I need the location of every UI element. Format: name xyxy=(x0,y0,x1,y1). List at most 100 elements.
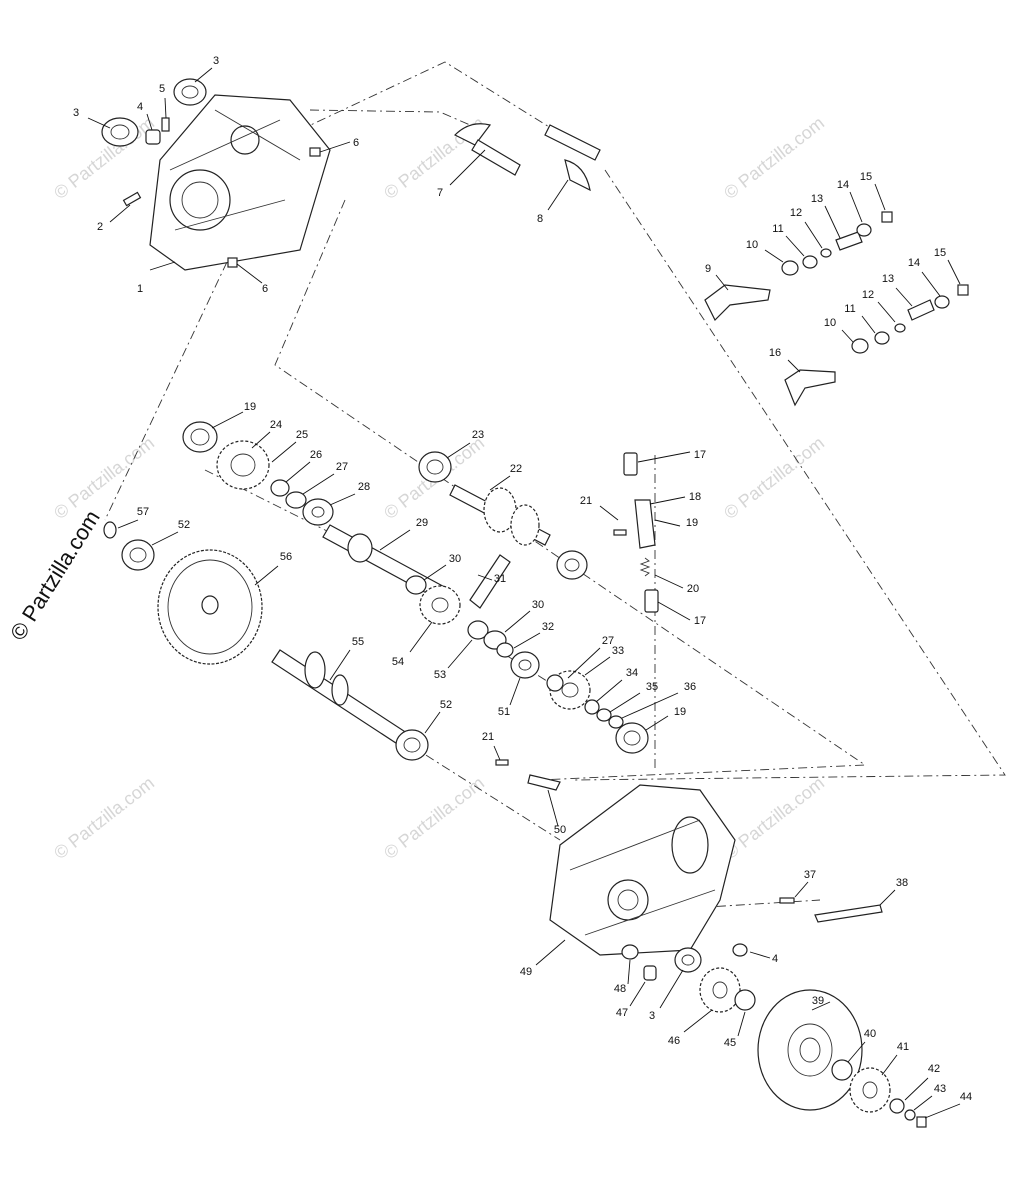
callout-13: 13 xyxy=(811,193,823,205)
callout-11: 11 xyxy=(772,223,783,235)
leader-line-3 xyxy=(87,117,111,129)
bearing-23 xyxy=(418,451,452,483)
bolt-21a xyxy=(613,529,627,536)
callout-2: 2 xyxy=(97,221,103,233)
shift-arm-50 xyxy=(527,774,561,791)
chain-31 xyxy=(469,554,511,609)
callout-17: 17 xyxy=(694,449,706,461)
callout-28: 28 xyxy=(358,481,370,493)
callout-46: 46 xyxy=(668,1035,680,1047)
leader-line-37 xyxy=(794,881,809,898)
washer-27a xyxy=(285,491,307,509)
seal-48 xyxy=(621,944,639,960)
leader-line-22 xyxy=(489,475,511,491)
seal-3c xyxy=(674,947,702,973)
leader-line-27 xyxy=(567,647,601,679)
callout-44: 44 xyxy=(960,1091,972,1103)
leader-line-57 xyxy=(117,519,139,529)
leader-line-6 xyxy=(319,141,351,153)
leader-line-23 xyxy=(446,442,471,459)
bearing-52b xyxy=(395,729,429,761)
callout-20: 20 xyxy=(687,583,699,595)
callout-57: 57 xyxy=(137,506,149,518)
callout-53: 53 xyxy=(434,669,446,681)
callout-layer: 1233344566789101011111212131314141515161… xyxy=(73,55,972,1119)
leader-line-11 xyxy=(785,235,805,257)
seal-3a xyxy=(101,117,139,147)
washer-14b xyxy=(934,295,950,309)
leader-line-3 xyxy=(194,67,213,83)
leader-line-12 xyxy=(804,221,823,249)
sprocket-41 xyxy=(849,1067,891,1113)
callout-19: 19 xyxy=(244,401,256,413)
callout-50: 50 xyxy=(554,824,566,836)
bearing-19a xyxy=(182,421,218,453)
bearing-19b xyxy=(615,722,649,754)
callout-27: 27 xyxy=(602,635,614,647)
callout-34: 34 xyxy=(626,667,638,679)
shift-shaft-16 xyxy=(784,369,836,407)
bushing-4b xyxy=(732,943,748,957)
leader-line-5 xyxy=(164,97,167,119)
leader-line-46 xyxy=(683,1009,713,1033)
callout-17: 17 xyxy=(694,615,706,627)
leader-line-12 xyxy=(877,301,896,323)
ring-45 xyxy=(734,989,756,1011)
callout-41: 41 xyxy=(897,1041,909,1053)
nut-15a xyxy=(881,211,893,223)
leader-line-24 xyxy=(251,431,271,449)
sprocket-46 xyxy=(699,967,741,1013)
leader-line-52 xyxy=(424,711,441,734)
washer-27b xyxy=(546,674,564,692)
watermark-text: © Partzilla.com xyxy=(50,773,158,863)
leader-line-19 xyxy=(654,519,681,527)
driven-pulley-39 xyxy=(757,989,863,1111)
leader-line-1 xyxy=(149,261,176,271)
gear-24 xyxy=(216,440,270,490)
leader-line-26 xyxy=(285,461,311,483)
callout-1: 1 xyxy=(137,283,143,295)
leader-line-10 xyxy=(841,329,854,343)
leader-line-53 xyxy=(447,639,473,669)
washer-11a xyxy=(802,255,818,269)
callout-7: 7 xyxy=(437,187,443,199)
leader-line-20 xyxy=(654,574,684,589)
leader-line-44 xyxy=(924,1103,961,1119)
watermark-text: © Partzilla.com xyxy=(380,773,488,863)
leader-line-56 xyxy=(254,565,279,586)
leader-line-51 xyxy=(509,677,521,706)
callout-45: 45 xyxy=(724,1037,736,1049)
seal-3b xyxy=(173,78,207,106)
callout-52: 52 xyxy=(440,699,452,711)
callout-15: 15 xyxy=(860,171,872,183)
leader-line-25 xyxy=(271,441,297,463)
bolt-21b xyxy=(495,759,509,766)
leader-line-4 xyxy=(146,113,153,131)
callout-51: 51 xyxy=(498,706,510,718)
leader-line-6 xyxy=(236,263,263,284)
leader-line-45 xyxy=(737,1011,746,1037)
washer-12a xyxy=(820,248,832,258)
output-shaft-55 xyxy=(271,649,411,748)
leader-line-28 xyxy=(329,493,356,506)
leader-line-42 xyxy=(904,1077,929,1101)
leader-line-55 xyxy=(329,649,351,681)
right-case-half xyxy=(549,784,736,956)
callout-3: 3 xyxy=(73,107,79,119)
washer-36 xyxy=(608,715,624,729)
washer-14a xyxy=(856,223,872,237)
callout-12: 12 xyxy=(862,289,874,301)
washer-40 xyxy=(831,1059,853,1081)
leader-line-7 xyxy=(449,149,486,186)
leader-line-29 xyxy=(379,529,411,551)
arm-13a xyxy=(835,231,863,251)
callout-30: 30 xyxy=(532,599,544,611)
washer-30a xyxy=(405,575,427,595)
leader-line-48 xyxy=(627,959,631,985)
callout-4: 4 xyxy=(772,953,778,965)
leader-line-17 xyxy=(657,601,691,621)
callout-24: 24 xyxy=(270,419,282,431)
leader-line-31 xyxy=(477,574,493,581)
washer-34 xyxy=(584,699,600,715)
